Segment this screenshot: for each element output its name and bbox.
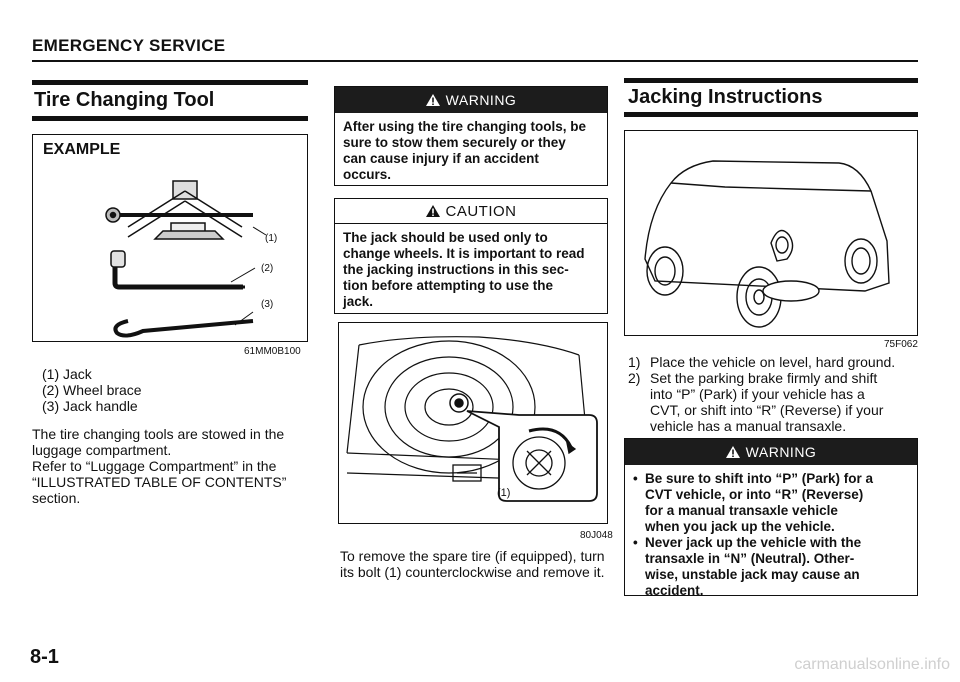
figure-code: 80J048 xyxy=(580,530,613,541)
jack-handle-icon xyxy=(113,319,254,338)
tire-tool-title: Tire Changing Tool xyxy=(34,89,215,111)
title-rule-top xyxy=(624,78,918,83)
jacking-title: Jacking Instructions xyxy=(628,86,823,108)
example-label: EXAMPLE xyxy=(43,141,121,158)
warning-header: WARNING xyxy=(335,87,607,113)
header-rule xyxy=(32,60,918,62)
step-item: 2) Set the parking brake firmly and shif… xyxy=(628,370,884,434)
tools-figure: EXAMPLE (1) (2) (3) xyxy=(32,134,308,342)
jacking-steps: 1) Place the vehicle on level, hard grou… xyxy=(628,354,895,434)
page-number: 8-1 xyxy=(30,646,59,668)
title-rule-bottom xyxy=(624,112,918,117)
callout-wheel-brace: (2) xyxy=(261,263,274,274)
callout-jack: (1) xyxy=(265,233,278,244)
caution-text: The jack should be used only to change w… xyxy=(343,230,585,309)
vehicle-figure xyxy=(624,130,918,336)
legend-item: (2) Wheel brace xyxy=(42,382,142,398)
vehicle-icon xyxy=(644,160,890,296)
spare-tire-text: To remove the spare tire (if equipped), … xyxy=(340,548,605,580)
caution-header: CAUTION xyxy=(335,199,607,224)
title-rule-top xyxy=(32,80,308,85)
warning-text: After using the tire changing tools, be … xyxy=(343,119,587,182)
spare-tire-illustration xyxy=(346,336,598,502)
wheel-brace-icon xyxy=(110,250,245,290)
vehicle-jacking-illustration xyxy=(644,160,890,328)
figure-code: 75F062 xyxy=(884,339,918,350)
warning-box-stow: WARNING After using the tire changing to… xyxy=(334,86,608,186)
warning-text: • Be sure to shift into “P” (Park) for a… xyxy=(625,465,917,605)
step-item: 1) Place the vehicle on level, hard grou… xyxy=(628,354,896,370)
warning-bullet: • Never jack up the vehicle with the tra… xyxy=(633,535,862,598)
warning-triangle-icon xyxy=(425,94,440,106)
legend-item: (3) Jack handle xyxy=(42,398,138,414)
caution-box: CAUTION The jack should be used only to … xyxy=(334,198,608,314)
callout-jack-handle: (3) xyxy=(261,299,274,310)
tire-valve-icon xyxy=(452,464,482,482)
section-header: EMERGENCY SERVICE xyxy=(32,36,226,55)
figure-code: 61MM0B100 xyxy=(244,346,301,357)
tool-legend: (1) Jack (2) Wheel brace (3) Jack handle xyxy=(42,366,142,414)
jack-tools-illustration xyxy=(105,180,267,338)
spare-tire-figure: (1) xyxy=(338,322,608,524)
spare-tire-bolt-icon xyxy=(449,393,469,413)
watermark: carmanualsonline.info xyxy=(794,656,950,673)
title-rule-bottom xyxy=(32,116,308,121)
warning-header: WARNING xyxy=(625,439,917,465)
warning-triangle-icon xyxy=(725,446,740,458)
caution-triangle-icon xyxy=(425,205,440,217)
warning-box-jacking: WARNING • Be sure to shift into “P” (Par… xyxy=(624,438,918,598)
callout-bolt: (1) xyxy=(497,487,511,499)
warning-bullet: • Be sure to shift into “P” (Park) for a… xyxy=(633,471,874,534)
jack-icon xyxy=(762,229,820,302)
bolt-closeup-icon xyxy=(512,427,577,490)
tool-storage-text: The tire changing tools are stowed in th… xyxy=(32,426,287,506)
legend-item: (1) Jack xyxy=(42,366,92,382)
jack-icon xyxy=(105,180,253,240)
